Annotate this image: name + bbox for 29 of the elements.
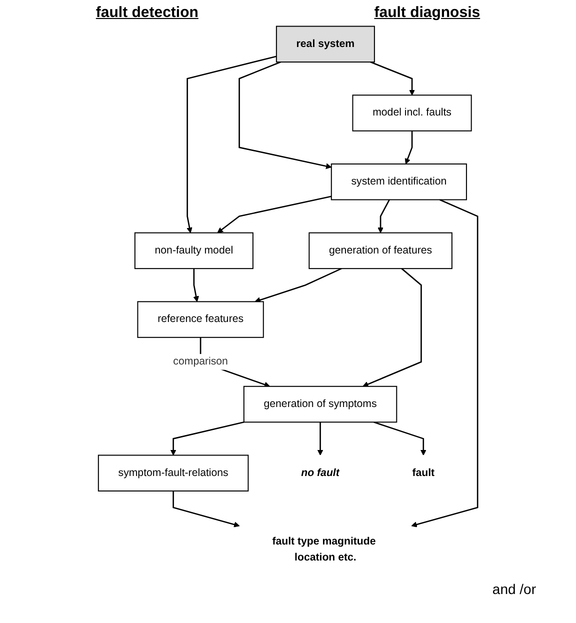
- arrow: [411, 199, 478, 528]
- arrow: [254, 268, 342, 303]
- note-text: and /or: [492, 581, 536, 597]
- arrow: [404, 130, 413, 164]
- arrow: [374, 422, 426, 456]
- edge-label: comparison: [173, 356, 228, 368]
- column-heading: fault diagnosis: [374, 4, 480, 21]
- node-box: generation of features: [308, 232, 452, 270]
- arrow: [217, 196, 332, 234]
- arrow: [317, 422, 324, 456]
- column-heading: fault detection: [96, 4, 198, 21]
- arrow: [238, 61, 332, 170]
- arrow: [378, 199, 390, 234]
- node-text: fault: [412, 467, 435, 478]
- node-box: system identification: [330, 163, 467, 200]
- arrow: [193, 268, 199, 302]
- arrow: [362, 268, 422, 388]
- arrow: [370, 61, 415, 96]
- node-box: non-faulty model: [134, 232, 254, 270]
- node-text: no fault: [301, 467, 340, 478]
- node-box: symptom-fault-relations: [98, 454, 249, 492]
- arrow: [170, 421, 244, 456]
- arrow: [186, 56, 277, 234]
- node-box: reference features: [137, 301, 264, 338]
- node-box: generation of symptoms: [243, 386, 398, 423]
- node-box: model incl. faults: [352, 94, 472, 132]
- node-text: fault type magnitude location etc.: [272, 536, 376, 564]
- arrow: [172, 490, 240, 528]
- node-box: real system: [276, 26, 375, 63]
